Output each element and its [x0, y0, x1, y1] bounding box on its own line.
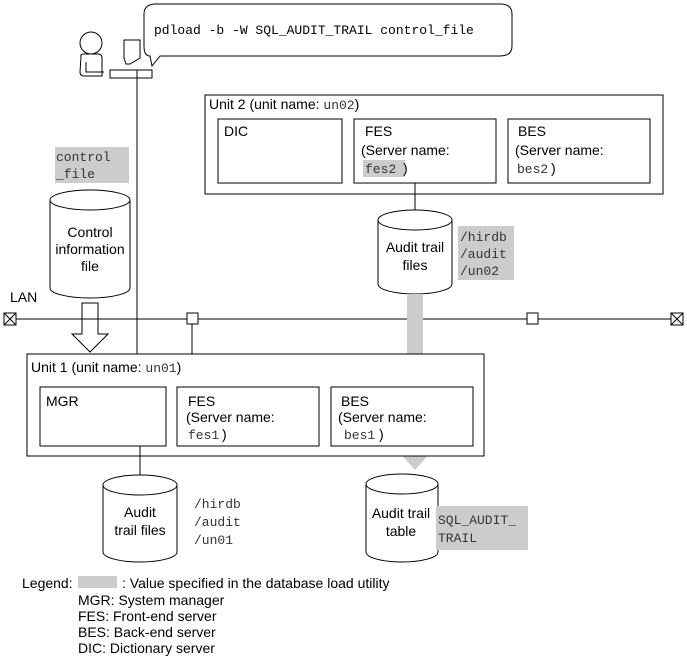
unit1-mgr-label: MGR [46, 393, 79, 409]
lan-node-unit2 [526, 312, 539, 325]
unit2-bes-server-suffix: ) [551, 160, 556, 176]
command-box: pdload -b -W SQL_AUDIT_TRAIL control_fil… [143, 3, 513, 68]
lan-node-unit1 [186, 312, 199, 325]
unit2-fes-server-prefix: (Server name: [361, 142, 450, 158]
legend-swatch [78, 576, 117, 588]
unit1-fes-server: FES (Server name: fes1 ) [176, 386, 320, 447]
unit1-bes-server-prefix: (Server name: [338, 409, 427, 425]
unit1-path-line2: /audit [194, 515, 241, 530]
table-name-line1: SQL_AUDIT_ [438, 513, 516, 528]
unit2-path-highlight [458, 226, 514, 280]
legend: Legend: : Value specified in the databas… [22, 575, 389, 656]
lan-label: LAN [10, 289, 37, 305]
unit1-title-name: un01 [145, 361, 176, 376]
control-info-file-line2: information [55, 241, 124, 257]
unit2-fes-server: FES (Server name: fes2 ) [353, 118, 497, 184]
audit-table-db-line2: table [386, 523, 417, 539]
unit1-fes-server-name: fes1 [188, 428, 219, 443]
unit1-title-prefix: Unit 1 (unit name: [31, 359, 145, 375]
unit2-bes-server-prefix: (Server name: [515, 142, 604, 158]
legend-swatch-desc: : Value specified in the database load u… [122, 575, 389, 591]
unit2-audit-db-line2: files [403, 257, 428, 273]
control-file-label-line1: control [56, 150, 111, 165]
unit1-audit-db-line1: Audit [124, 504, 156, 520]
legend-item: BES: Back-end server [78, 624, 216, 640]
control-info-file-db: Control information file [49, 189, 131, 299]
control-info-file-line3: file [81, 258, 99, 274]
terminal-icon [109, 39, 153, 79]
unit1-fes-server-suffix: ) [222, 426, 227, 442]
unit2-fes-server-suffix: ) [403, 160, 408, 176]
table-name-highlight [436, 506, 528, 550]
unit1-bes-server-suffix: ) [379, 426, 384, 442]
unit1-mgr-server: MGR [39, 386, 167, 447]
unit1-bes-server-name: bes1 [344, 428, 375, 443]
control-file-highlight [55, 147, 129, 183]
unit2-bes-server: BES (Server name: bes2 ) [507, 118, 651, 184]
unit2-bes-label: BES [518, 123, 546, 139]
svg-text:Unit 2 (unit name: un02): Unit 2 (unit name: un02) [209, 96, 359, 113]
unit2-fes-name-highlight [363, 160, 405, 177]
unit2-title-name: un02 [323, 98, 354, 113]
audit-table-db-line1: Audit trail [372, 505, 430, 521]
unit1-bes-label: BES [341, 393, 369, 409]
unit2-path-line2: /audit [460, 247, 507, 262]
audit-trail-table-db: Audit trail table [365, 473, 439, 563]
unit1-fes-server-prefix: (Server name: [186, 409, 275, 425]
unit1-title-suffix: ) [177, 359, 182, 375]
unit2-title-prefix: Unit 2 (unit name: [209, 96, 323, 112]
unit1-audit-trail-db: Audit trail files [102, 474, 178, 563]
command-text: pdload -b -W SQL_AUDIT_TRAIL control_fil… [154, 23, 474, 38]
unit1-bes-server: BES (Server name: bes1 ) [330, 386, 474, 447]
table-name-line2: TRAIL [438, 531, 477, 546]
svg-text:Unit 1 (unit name: un01): Unit 1 (unit name: un01) [31, 359, 181, 376]
unit2-fes-server-name: fes2 [365, 162, 396, 177]
legend-title: Legend: [22, 575, 73, 591]
lan-terminator-left [3, 312, 17, 326]
unit2-audit-db-line1: Audit trail [386, 239, 444, 255]
unit2-dic-label: DIC [224, 123, 248, 139]
unit2-bes-server-name: bes2 [517, 162, 548, 177]
unit1-audit-db-line2: trail files [114, 522, 165, 538]
unit2-audit-trail-db: Audit trail files [377, 209, 453, 295]
unit1-fes-label: FES [188, 393, 215, 409]
control-info-file-line1: Control [67, 224, 112, 240]
control-file-label-line2: _file [55, 167, 95, 182]
unit2-fes-label: FES [365, 123, 392, 139]
unit2-dic-server: DIC [217, 118, 343, 184]
unit2-path-line1: /hirdb [460, 230, 507, 245]
unit2-path-line3: /un02 [460, 264, 499, 279]
legend-item: DIC: Dictionary server [78, 640, 215, 656]
user-icon [79, 31, 104, 77]
unit1-path-line1: /hirdb [194, 497, 241, 512]
lan-terminator-right [670, 312, 684, 326]
legend-item: FES: Front-end server [78, 608, 217, 624]
load-arrow [70, 302, 110, 353]
legend-item: MGR: System manager [78, 592, 225, 608]
unit2-title-suffix: ) [355, 96, 360, 112]
unit1-path-line3: /un01 [194, 533, 233, 548]
